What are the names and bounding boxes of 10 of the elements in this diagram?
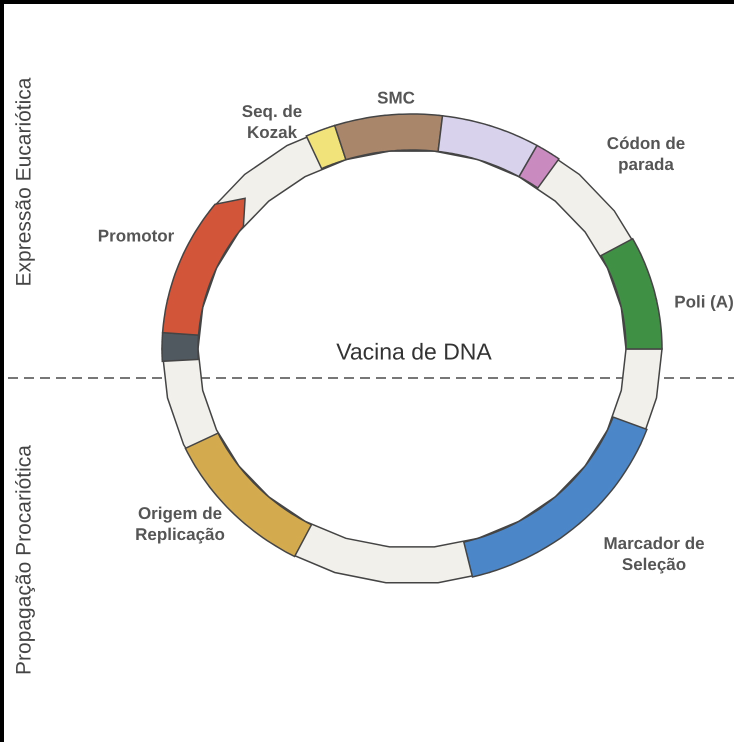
segment-label: Origem de Replicação [134,503,226,545]
segment-label: Poli (A) [673,292,734,312]
side-heading: Expressão Eucariótica [14,78,34,286]
segment-label: SMC [376,88,416,108]
plasmid-title: Vacina de DNA [335,342,493,362]
side-heading: Propagação Procariótica [14,445,34,675]
segment-label: Marcador de Seleção [602,533,706,575]
segment-label: Promotor [96,226,176,246]
segment-label: Seq. de Kozak [240,101,304,143]
segment-label: Códon de parada [606,133,686,175]
